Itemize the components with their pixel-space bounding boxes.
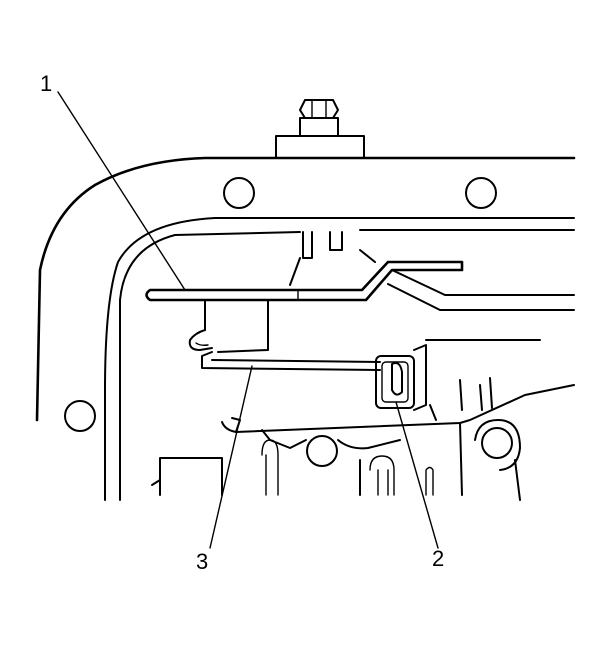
leader-line-2: [395, 401, 439, 549]
bolt-holes: [64, 177, 513, 467]
bolt-hole-left: [64, 400, 96, 432]
case-housing: [35, 156, 576, 501]
leader-line-3: [209, 365, 253, 549]
upper-bracket: [289, 231, 376, 286]
detent-plate: [145, 260, 575, 311]
valve-block: [188, 299, 269, 353]
top-bolt: [275, 99, 365, 159]
leader-line-1: [57, 91, 186, 291]
bolt-hole-lower-right: [481, 427, 513, 459]
callout-1: 1: [40, 71, 53, 96]
bolt-hole-upper-left: [223, 177, 255, 209]
link-rod: [201, 351, 381, 371]
callout-3: 3: [196, 549, 209, 574]
callout-2: 2: [432, 546, 445, 571]
leader-lines: [57, 91, 439, 549]
bolt-hole-upper-right: [465, 177, 497, 209]
lower-casting: [151, 377, 575, 501]
rod-clip: [375, 339, 541, 411]
bolt-hole-lower-center: [306, 435, 338, 467]
